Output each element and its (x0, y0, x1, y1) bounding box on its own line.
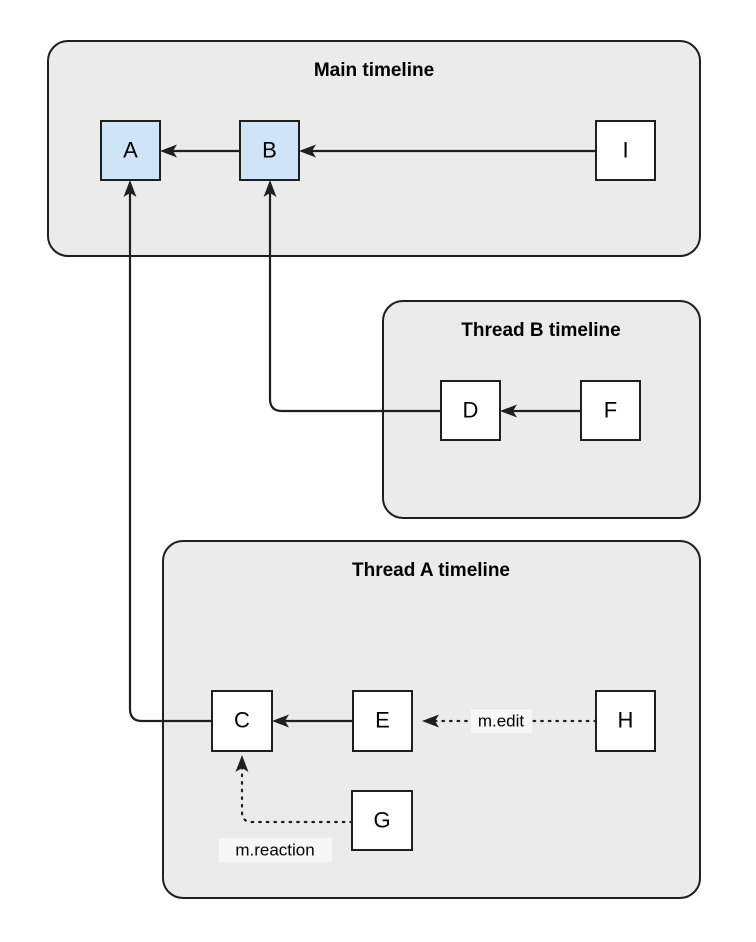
node-b[interactable]: B (239, 120, 300, 181)
edge-g-to-c-arrowhead (235, 755, 249, 772)
node-i-label: I (622, 137, 628, 162)
edge-d-to-b-line (268, 190, 441, 413)
node-a[interactable]: A (100, 120, 161, 181)
thread-a-timeline-title: Thread A timeline (352, 560, 510, 581)
edge-c-to-a-arrowhead (123, 180, 137, 197)
edge-d-to-b[interactable] (263, 180, 442, 413)
edge-b-to-a-arrowhead (160, 144, 177, 158)
main-timeline-title: Main timeline (314, 60, 434, 81)
edge-b-to-a[interactable] (160, 144, 240, 158)
node-h-label: H (618, 707, 634, 732)
edge-f-to-d-arrowhead (500, 404, 517, 418)
node-b-label: B (262, 137, 277, 162)
edge-m-edit-label-background (471, 709, 532, 733)
node-f[interactable]: F (580, 380, 641, 441)
edge-f-to-d[interactable] (500, 404, 581, 418)
edge-e-to-c[interactable] (272, 714, 353, 728)
node-c-label: C (234, 707, 250, 732)
node-c[interactable]: C (211, 690, 273, 752)
main-timeline-container[interactable] (47, 40, 701, 257)
node-g[interactable]: G (351, 790, 413, 851)
node-e-box[interactable] (352, 690, 413, 752)
node-f-label: F (604, 397, 617, 422)
node-i[interactable]: I (595, 120, 656, 181)
node-d-label: D (463, 397, 479, 422)
node-g-label: G (373, 807, 390, 832)
edge-i-to-b[interactable] (299, 144, 596, 158)
node-a-box[interactable] (100, 120, 161, 181)
node-d-box[interactable] (440, 380, 501, 441)
node-h-box[interactable] (595, 690, 656, 752)
edge-d-to-b-arrowhead (263, 180, 277, 197)
node-h[interactable]: H (595, 690, 656, 752)
edge-c-to-a[interactable] (123, 180, 213, 723)
thread-b-timeline-title: Thread B timeline (461, 320, 620, 341)
edge-g-to-c[interactable]: m.reaction (219, 755, 354, 862)
edge-h-to-e-arrowhead (422, 714, 439, 728)
node-e-label: E (375, 707, 390, 732)
edge-m-edit-label: m.edit (478, 711, 525, 730)
node-d[interactable]: D (440, 380, 501, 441)
node-g-box[interactable] (351, 790, 413, 851)
node-c-box[interactable] (211, 690, 273, 752)
group-main-timeline[interactable]: Main timeline (47, 40, 701, 257)
node-a-label: A (123, 137, 138, 162)
edge-h-to-e[interactable]: m.edit (422, 709, 598, 733)
edge-g-to-c-line (240, 766, 354, 824)
edge-m-reaction-label: m.reaction (235, 840, 314, 859)
group-thread-b-timeline[interactable]: Thread B timeline (382, 300, 701, 519)
edge-i-to-b-arrowhead (299, 144, 316, 158)
thread-b-timeline-container[interactable] (382, 300, 701, 519)
node-i-box[interactable] (595, 120, 656, 181)
node-b-box[interactable] (239, 120, 300, 181)
edge-c-to-a-line (128, 190, 212, 723)
node-f-box[interactable] (580, 380, 641, 441)
edge-m-reaction-label-background (219, 838, 332, 862)
edge-e-to-c-arrowhead (272, 714, 289, 728)
node-e[interactable]: E (352, 690, 413, 752)
